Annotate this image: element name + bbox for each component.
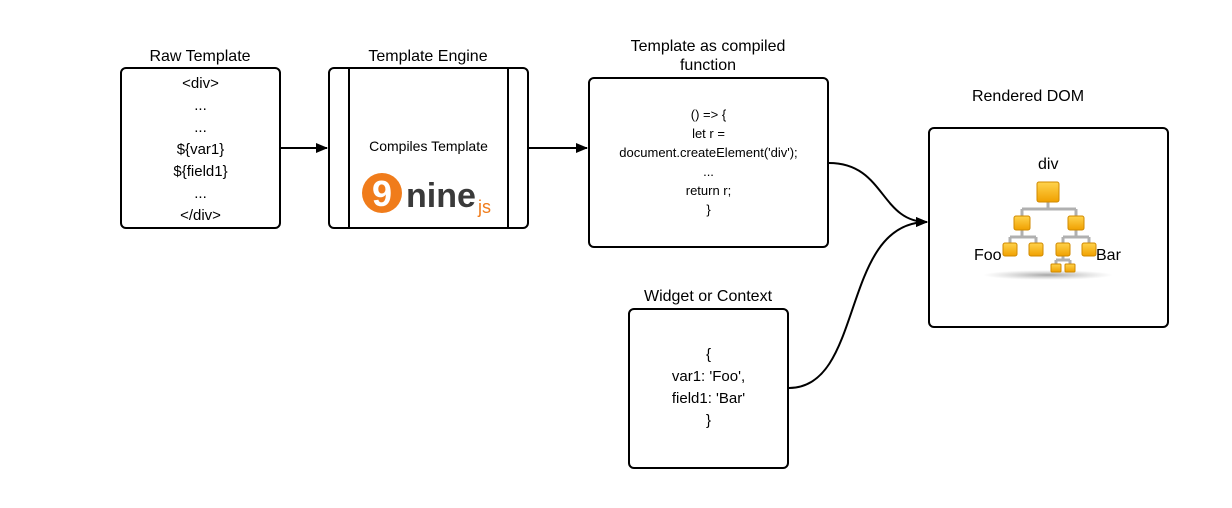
- dom-right-label: Bar: [1096, 247, 1121, 264]
- ninejs-logo-suffix: js: [477, 197, 491, 217]
- rendered-dom-box: div Foo Bar: [928, 127, 1169, 328]
- dom-left-label: Foo: [974, 247, 1002, 264]
- ninejs-logo-digit: 9: [372, 173, 392, 214]
- dom-node-right: [1067, 215, 1085, 231]
- compiled-function-line: document.createElement('div');: [619, 145, 798, 160]
- compiled-function-box: () => { let r = document.createElement('…: [588, 77, 829, 248]
- engine-left-bar: [348, 69, 350, 227]
- raw-template-lines: <div> ... ... ${var1} ${field1} ... </di…: [122, 73, 279, 227]
- template-engine-title: Template Engine: [368, 48, 488, 65]
- context-line: {: [705, 346, 711, 363]
- dom-root-label: div: [1038, 156, 1059, 173]
- compiled-function-title-line1: Template as compiled: [630, 38, 786, 55]
- compiled-function-line: }: [706, 202, 711, 217]
- compiled-function-line: let r =: [692, 126, 725, 141]
- context-lines: { var1: 'Foo', field1: 'Bar' }: [630, 344, 787, 432]
- raw-template-title: Raw Template: [149, 48, 251, 65]
- ninejs-logo-badge: [362, 173, 402, 213]
- dom-tree-connectors: [1008, 202, 1091, 264]
- ninejs-logo: 9 nine js: [362, 173, 491, 217]
- dom-node-root: [1036, 181, 1060, 203]
- raw-template-line: ...: [194, 185, 207, 202]
- arrow-context-to-dom: [788, 217, 928, 389]
- context-line: var1: 'Foo',: [671, 368, 746, 385]
- compiled-function-title-line2: function: [679, 57, 737, 74]
- context-box: { var1: 'Foo', field1: 'Bar' }: [628, 308, 789, 469]
- template-engine-box: Compiles Template 9 nine js: [328, 67, 529, 229]
- dom-tree-nodes: [1002, 181, 1097, 273]
- dom-tree-shadow: [983, 270, 1113, 280]
- compiled-function-lines: () => { let r = document.createElement('…: [590, 105, 827, 219]
- engine-right-bar: [507, 69, 509, 227]
- arrow-function-to-dom: [828, 162, 928, 227]
- dom-node-left-b: [1028, 242, 1044, 257]
- raw-template-line: ${field1}: [173, 163, 228, 180]
- raw-template-box: <div> ... ... ${var1} ${field1} ... </di…: [120, 67, 281, 229]
- compiled-function-line: ...: [703, 164, 714, 179]
- dom-tree-graphic: [983, 181, 1113, 280]
- raw-template-line: </div>: [180, 207, 221, 224]
- dom-node-leaf-a: [1050, 263, 1062, 273]
- compiled-function-title: Template as compiled function: [588, 37, 828, 75]
- dom-node-leaf-b: [1064, 263, 1076, 273]
- dom-node-right-b: [1081, 242, 1097, 257]
- raw-template-line: ${var1}: [176, 141, 225, 158]
- compiled-function-line: () => {: [690, 107, 727, 122]
- engine-caption: Compiles Template: [369, 138, 488, 154]
- compiled-function-line: return r;: [685, 183, 732, 198]
- dom-node-right-a: [1055, 242, 1071, 257]
- ninejs-logo-word: nine: [406, 177, 476, 215]
- rendered-dom-title: Rendered DOM: [971, 88, 1085, 105]
- context-line: field1: 'Bar': [671, 390, 746, 407]
- dom-node-left-a: [1002, 242, 1018, 257]
- context-line: }: [705, 412, 711, 429]
- raw-template-line: ...: [194, 97, 207, 114]
- context-title: Widget or Context: [643, 288, 773, 305]
- dom-node-left: [1013, 215, 1031, 231]
- raw-template-line: ...: [194, 119, 207, 136]
- raw-template-line: <div>: [182, 75, 219, 92]
